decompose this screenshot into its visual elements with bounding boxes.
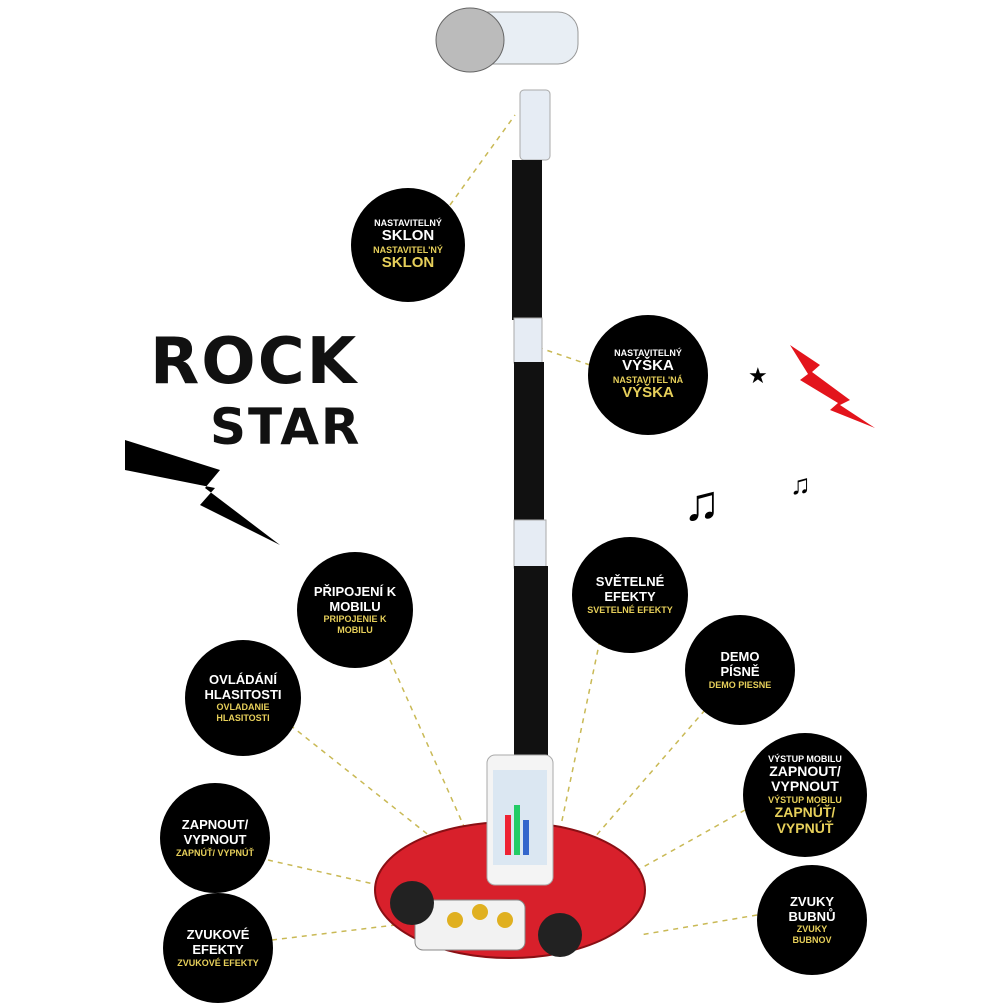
callout-adjustable-height: NASTAVITELNÝ VÝŠKA NASTAVITEL'NÁ VÝŠKA bbox=[588, 315, 708, 435]
callout-power-toggle: ZAPNOUT/ VYPNOUT ZAPNÚŤ/ VYPNÚŤ bbox=[160, 783, 270, 893]
callout-text: VÝŠKA bbox=[622, 384, 674, 402]
callout-demo-songs: DEMO PÍSNĚ DEMO PIESNE bbox=[685, 615, 795, 725]
mic-stand bbox=[512, 160, 548, 766]
callout-text: ZAPNÚŤ/ VYPNÚŤ bbox=[175, 847, 254, 858]
callout-text: OVLÁDÁNÍ HLASITOSTI bbox=[204, 672, 282, 702]
logo-rock: ROCK bbox=[150, 325, 359, 399]
callout-text: ZAPNÚŤ/ VYPNÚŤ bbox=[774, 804, 836, 836]
callout-text: NASTAVITELNÝ bbox=[374, 218, 442, 229]
callout-volume-control: OVLÁDÁNÍ HLASITOSTI OVLADANIE HLASITOSTI bbox=[185, 640, 301, 756]
music-note-icon: ♫ bbox=[790, 469, 811, 500]
lightning-bolt-black bbox=[125, 440, 280, 545]
callout-text: PRIPOJENIE K MOBILU bbox=[323, 614, 387, 635]
callout-text: SVĚTELNÉ EFEKTY bbox=[595, 574, 665, 604]
callout-adjustable-tilt: NASTAVITELNÝ SKLON NASTAVITEL'NÝ SKLON bbox=[351, 188, 465, 302]
callout-text: OVLADANIE HLASITOSTI bbox=[216, 702, 270, 723]
callout-phone-output-toggle: VÝSTUP MOBILU ZAPNOUT/ VYPNOUT VÝSTUP MO… bbox=[743, 733, 867, 857]
lightning-bolt-red bbox=[790, 345, 875, 428]
smartphone bbox=[486, 754, 554, 886]
callout-light-effects: SVĚTELNÉ EFEKTY SVETELNÉ EFEKTY bbox=[572, 537, 688, 653]
callout-drum-sounds: ZVUKY BUBNŮ ZVUKY BUBNOV bbox=[757, 865, 867, 975]
music-note-icon: ♫ bbox=[683, 475, 721, 531]
callout-text: SKLON bbox=[381, 227, 435, 245]
callout-text: DEMO PÍSNĚ bbox=[720, 649, 760, 679]
callout-text: PŘIPOJENÍ K MOBILU bbox=[313, 584, 397, 614]
callout-text: SKLON bbox=[381, 254, 435, 272]
logo-star: STAR bbox=[210, 398, 362, 456]
microphone bbox=[435, 7, 579, 161]
stand-base bbox=[374, 821, 646, 959]
callout-text: ZVUKOVÉ EFEKTY bbox=[186, 927, 250, 957]
callout-text: ZVUKY BUBNŮ bbox=[788, 894, 836, 924]
callout-text: VÝŠKA bbox=[622, 357, 674, 375]
callout-text: NASTAVITELNÝ bbox=[614, 348, 682, 359]
callout-text: ZAPNOUT/ VYPNOUT bbox=[769, 762, 841, 795]
callout-text: SVETELNÉ EFEKTY bbox=[587, 604, 673, 615]
callout-text: NASTAVITEL'NÁ bbox=[612, 375, 684, 385]
star-icon: ★ bbox=[748, 363, 768, 388]
callout-text: ZAPNOUT/ VYPNOUT bbox=[181, 817, 249, 847]
callout-text: VÝSTUP MOBILU bbox=[768, 753, 842, 764]
callout-text: NASTAVITEL'NÝ bbox=[373, 245, 443, 255]
callout-sound-effects: ZVUKOVÉ EFEKTY ZVUKOVÉ EFEKTY bbox=[163, 893, 273, 1003]
callout-text: ZVUKY BUBNOV bbox=[792, 924, 832, 945]
callout-text: ZVUKOVÉ EFEKTY bbox=[177, 957, 259, 968]
callout-phone-connection: PŘIPOJENÍ K MOBILU PRIPOJENIE K MOBILU bbox=[297, 552, 413, 668]
callout-text: VÝSTUP MOBILU bbox=[768, 795, 842, 805]
callout-text: DEMO PIESNE bbox=[708, 679, 772, 690]
